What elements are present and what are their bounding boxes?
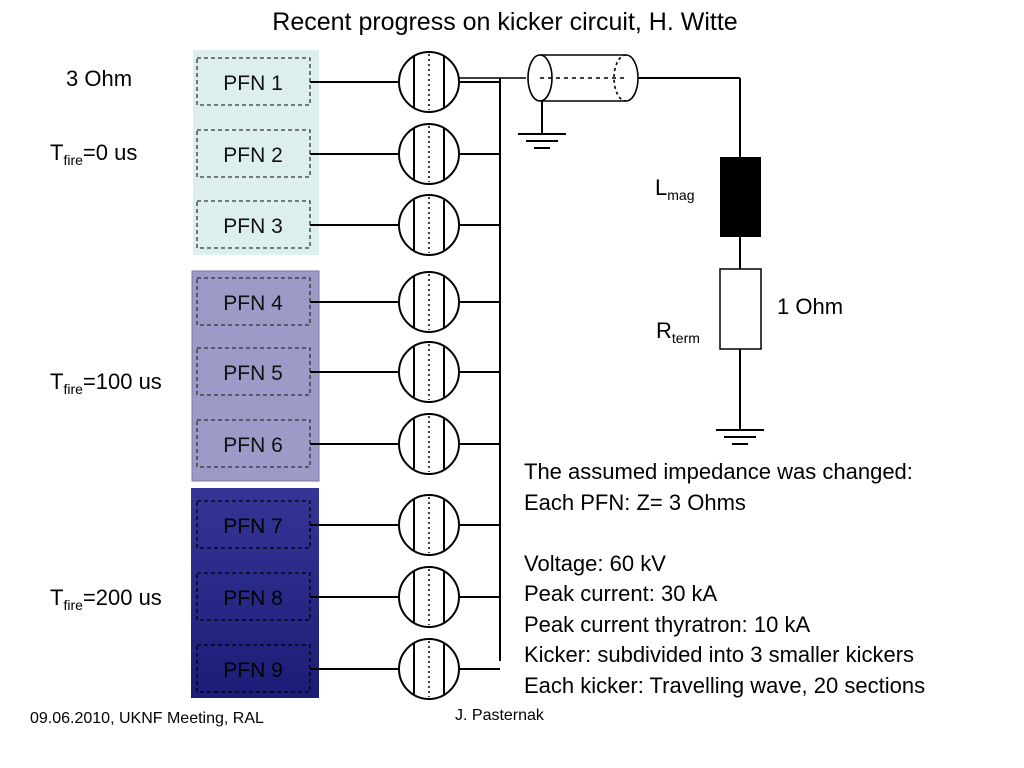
pfn-label-1: PFN 1 [223, 72, 283, 95]
tfire-label-100: Tfire=100 us [50, 369, 162, 397]
info-line: Peak current thyratron: 10 kA [524, 611, 811, 637]
info-line: Voltage: 60 kV [524, 550, 666, 576]
tfire-label-200: Tfire=200 us [50, 585, 162, 613]
pfn-label-4: PFN 4 [223, 292, 283, 315]
thyratron-switch-7 [398, 494, 460, 556]
thyratron-switch-8 [398, 566, 460, 628]
info-line: The assumed impedance was changed: [524, 459, 913, 484]
thyratron-switch-3 [398, 194, 460, 256]
pfn-label-3: PFN 3 [223, 215, 283, 238]
info-line: Each PFN: Z= 3 Ohms [524, 489, 746, 515]
pfn-label-7: PFN 7 [223, 515, 283, 538]
pfn-label-5: PFN 5 [223, 362, 283, 385]
inductor-label: Lmag [655, 175, 695, 203]
pfn-label-6: PFN 6 [223, 434, 283, 457]
tfire-label-0: Tfire=0 us [50, 140, 138, 168]
footer-author: J. Pasternak [455, 707, 544, 724]
thyratron-switch-4 [398, 271, 460, 333]
pfn-label-8: PFN 8 [223, 587, 283, 610]
group-box-3 [191, 488, 319, 698]
impedance-label-3-ohm: 3 Ohm [66, 66, 133, 91]
resistor-value-label: 1 Ohm [777, 294, 844, 319]
thyratron-switch-9 [398, 638, 460, 700]
info-line [524, 518, 925, 549]
coax-cable [459, 54, 740, 134]
info-line: Each kicker: Travelling wave, 20 section… [524, 672, 926, 698]
thyratron-switch-6 [398, 413, 460, 475]
info-text-block: The assumed impedance was changed: Each … [524, 457, 925, 701]
resistor-r-term [719, 268, 762, 350]
thyratron-switch-1 [398, 51, 460, 113]
pfn-label-2: PFN 2 [223, 144, 283, 167]
info-line: Peak current: 30 kA [524, 581, 718, 606]
group-box-1 [193, 50, 319, 255]
slide-title: Recent progress on kicker circuit, H. Wi… [272, 8, 738, 36]
pfn-label-9: PFN 9 [223, 659, 283, 682]
thyratron-switch-5 [398, 341, 460, 403]
resistor-label: Rterm [656, 318, 700, 346]
switch-layer [398, 51, 460, 700]
wire-layer [310, 81, 500, 670]
thyratron-switch-2 [398, 123, 460, 185]
info-line: Kicker: subdivided into 3 smaller kicker… [524, 642, 915, 667]
footer-date-meeting: 09.06.2010, UKNF Meeting, RAL [30, 710, 264, 727]
inductor-l-mag [720, 157, 761, 237]
group-box-2 [191, 270, 320, 482]
ground-symbol-term [716, 429, 764, 445]
ground-symbol-coax [518, 133, 566, 149]
